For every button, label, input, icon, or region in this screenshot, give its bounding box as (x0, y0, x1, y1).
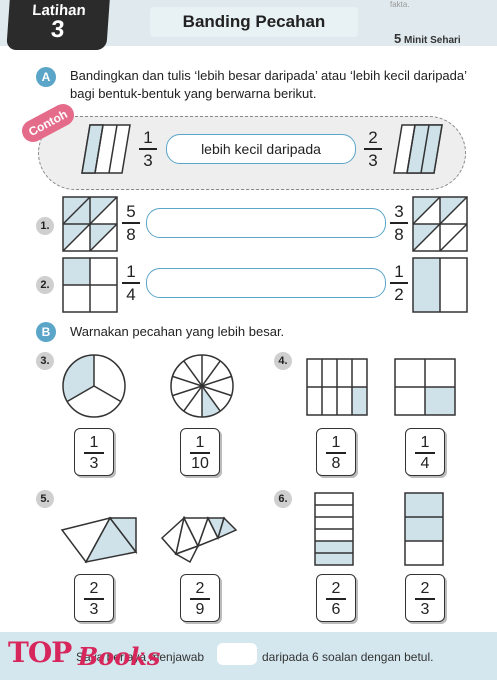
q3-circle-thirds (62, 354, 126, 418)
fraction-numerator: 2 (195, 580, 205, 597)
page-header: Latihan 3 Banding Pecahan 5 Minit Sehari… (0, 0, 497, 52)
fraction-denominator: 8 (331, 454, 341, 472)
minit-sehari: 5 Minit Sehari (394, 31, 461, 46)
latihan-badge: Latihan 3 (6, 0, 110, 50)
fraction-numerator: 1 (89, 434, 99, 451)
fraction-denominator: 3 (368, 150, 378, 170)
q4-rect-eighths (306, 358, 368, 416)
fraction-numerator: 2 (89, 580, 99, 597)
q1-answer-input[interactable] (146, 208, 386, 238)
fraction-denominator: 9 (195, 600, 205, 618)
example-answer: lebih kecil daripada (166, 134, 356, 164)
fraction-numerator: 1 (420, 434, 430, 451)
topbooks-logo: TOP (8, 636, 72, 669)
fraction-numerator: 1 (195, 434, 205, 451)
footer-prefix: Saya berjaya menjawab (76, 650, 205, 664)
question-number: 5. (36, 490, 54, 508)
fraction-denominator: 3 (89, 454, 99, 472)
fraction-numerator: 1 (331, 434, 341, 451)
fraction-numerator: 5 (126, 202, 136, 221)
question-number: 1. (36, 217, 54, 235)
q5-triangle-strip-ninths (160, 516, 238, 564)
score-input[interactable] (217, 643, 257, 665)
q1-right-triangle-square (412, 196, 468, 252)
fraction-denominator: 8 (126, 224, 136, 244)
fraction-denominator: 3 (143, 150, 153, 170)
fraction-numerator: 3 (394, 202, 404, 221)
question-number: 6. (274, 490, 292, 508)
fraction-numerator: 1 (143, 128, 153, 147)
fraction-denominator: 8 (394, 224, 404, 244)
q3-circle-tenths (170, 354, 234, 418)
fraction-numerator: 2 (420, 580, 430, 597)
minit-number: 5 (394, 31, 402, 46)
q6-bar-thirds (404, 492, 444, 566)
fraction-numerator: 2 (331, 580, 341, 597)
section-b-badge: B (36, 322, 56, 342)
q2-right-half-square (412, 257, 468, 313)
question-number: 3. (36, 352, 54, 370)
top-right-text: fakta. (390, 0, 410, 9)
footer-suffix: daripada 6 soalan dengan betul. (262, 650, 434, 664)
fraction-numerator: 1 (394, 262, 404, 281)
section-a-instruction: Bandingkan dan tulis ‘lebih besar daripa… (70, 68, 467, 101)
fraction-denominator: 2 (394, 284, 404, 304)
q2-answer-input[interactable] (146, 268, 386, 298)
q1-left-triangle-square (62, 196, 118, 252)
q5-triangle-strip-thirds (60, 516, 138, 564)
fraction-denominator: 10 (191, 454, 209, 472)
example-right-parallelogram (393, 124, 443, 174)
page-title: Banding Pecahan (150, 7, 358, 37)
fraction-denominator: 6 (331, 600, 341, 618)
question-number: 2. (36, 276, 54, 294)
example-left-parallelogram (81, 124, 131, 174)
q6-bar-sixths (314, 492, 354, 566)
section-a-badge: A (36, 67, 56, 87)
minit-label: Minit Sehari (404, 35, 461, 46)
q2-left-quarter-square (62, 257, 118, 313)
fraction-denominator: 3 (89, 600, 99, 618)
fraction-numerator: 1 (126, 262, 136, 281)
q4-rect-quarters (394, 358, 456, 416)
section-b-instruction: Warnakan pecahan yang lebih besar. (70, 324, 285, 339)
fraction-denominator: 4 (126, 284, 136, 304)
fraction-numerator: 2 (368, 128, 378, 147)
fraction-denominator: 4 (420, 454, 430, 472)
fraction-denominator: 3 (420, 600, 430, 618)
question-number: 4. (274, 352, 292, 370)
topbooks-logo-books: Books (78, 642, 161, 671)
latihan-number: 3 (50, 16, 66, 43)
